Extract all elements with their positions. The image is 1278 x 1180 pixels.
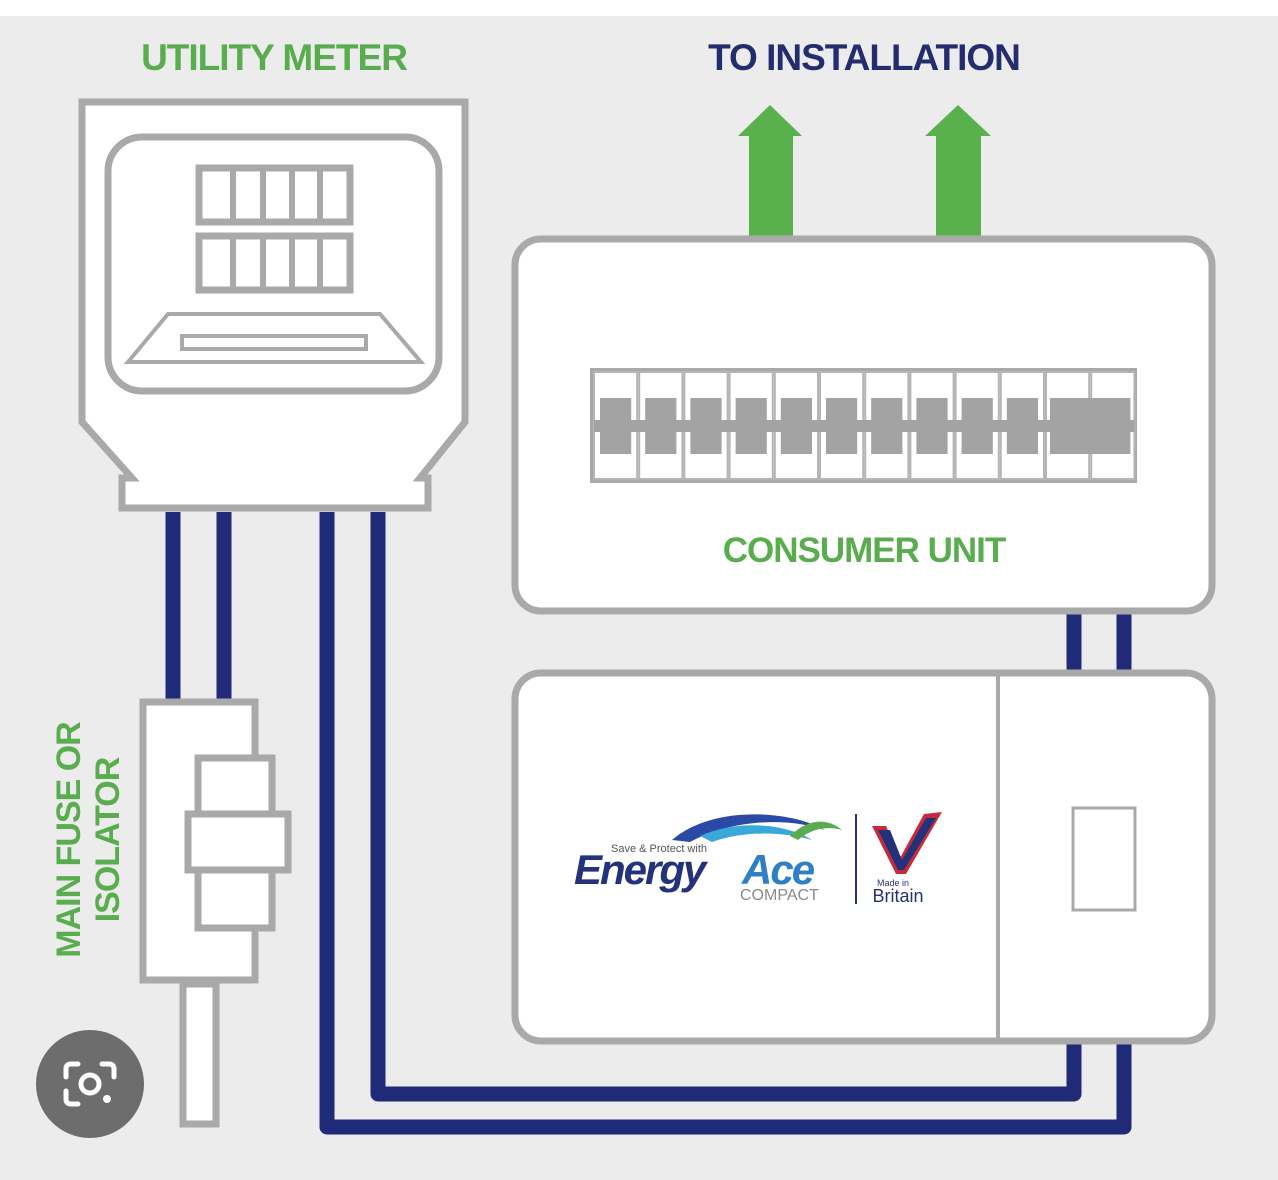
camera-lens-button[interactable] bbox=[36, 1030, 144, 1138]
energyace-switch bbox=[1071, 806, 1137, 912]
logo-swoosh-green bbox=[790, 821, 842, 840]
energyace-unit: Save & Protect with Energy Ace COMPACT M… bbox=[511, 669, 1216, 1045]
camera-lens-icon bbox=[63, 1061, 117, 1107]
meter-display-row-1 bbox=[195, 164, 354, 226]
main-fuse-isolator bbox=[139, 698, 292, 1128]
made-in-britain-check-inner bbox=[878, 818, 936, 870]
consumer-unit-label: CONSUMER UNIT bbox=[723, 531, 1006, 570]
meter-display-row-2 bbox=[195, 232, 354, 294]
breakers bbox=[593, 371, 1136, 480]
breaker-busbar bbox=[594, 420, 1135, 432]
main-fuse-label-line1: MAIN FUSE OR bbox=[50, 722, 88, 958]
wires bbox=[165, 512, 1132, 1135]
utility-meter-label: UTILITY METER bbox=[141, 37, 407, 78]
britain-label: Britain bbox=[872, 886, 923, 906]
logo-brand-ace: Ace bbox=[741, 846, 815, 893]
logo-tagline: Save & Protect with bbox=[611, 843, 707, 855]
consumer-unit bbox=[511, 235, 1216, 615]
meter-card-slot bbox=[180, 334, 368, 351]
logo-compact: COMPACT bbox=[740, 887, 819, 904]
logo-swoosh-cyan bbox=[700, 825, 812, 842]
made-in-label: Made in bbox=[877, 878, 909, 888]
main-fuse-label: MAIN FUSE OR ISOLATOR bbox=[50, 722, 127, 958]
to-installation-arrows bbox=[738, 105, 991, 236]
fuse-cartridge bbox=[184, 810, 292, 874]
arrow-up-icon bbox=[925, 105, 991, 236]
energyace-logo: Save & Protect with Energy Ace COMPACT M… bbox=[574, 812, 942, 906]
utility-meter bbox=[78, 98, 469, 512]
arrow-up-icon bbox=[738, 105, 802, 236]
main-fuse-label-line2: ISOLATOR bbox=[89, 757, 127, 922]
logo-brand-energy: Energy bbox=[574, 846, 709, 893]
meter-ea-wire-outer bbox=[319, 512, 1132, 1135]
to-installation-label: TO INSTALLATION bbox=[708, 37, 1020, 78]
energyace-box bbox=[511, 669, 1216, 1045]
fuse-tail bbox=[179, 980, 220, 1128]
meter-ea-wire-inner bbox=[370, 512, 1082, 1102]
logo-swoosh-blue bbox=[672, 814, 825, 842]
